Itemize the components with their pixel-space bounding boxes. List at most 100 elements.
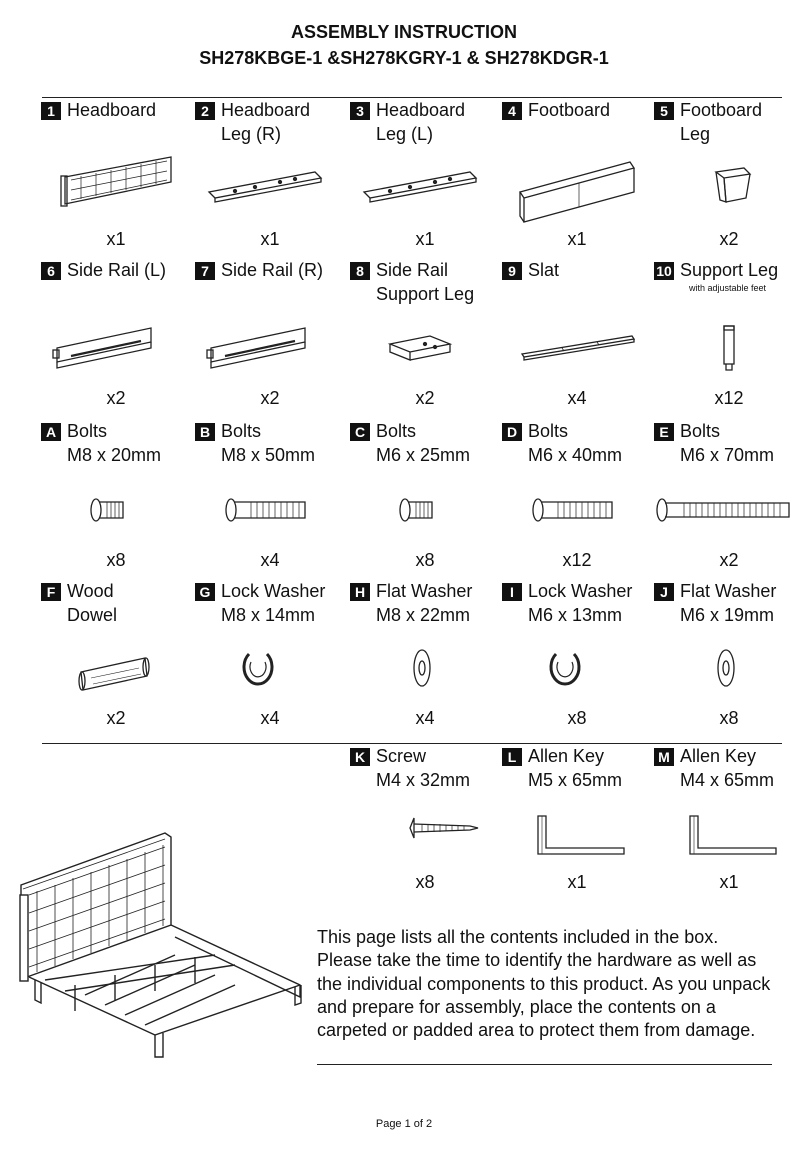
part-name: Bolts	[221, 421, 262, 441]
bolt-medium-icon	[225, 498, 306, 522]
part-quantity: x1	[106, 229, 126, 249]
part-number-badge: G	[195, 583, 215, 601]
part-spec: Dowel	[67, 605, 118, 625]
side-rail-icon	[52, 327, 152, 369]
part-name: Side Rail	[376, 260, 449, 280]
part-name: Allen Key	[680, 746, 757, 766]
part-quantity: x1	[260, 229, 280, 249]
support-leg-icon	[723, 325, 735, 371]
headboard-leg-icon	[207, 171, 323, 203]
part-name: Lock Washer	[528, 581, 633, 601]
note-underline	[317, 1064, 772, 1065]
divider-rule-k	[42, 743, 782, 744]
part-quantity: x1	[567, 229, 587, 249]
part-number-badge: 1	[41, 102, 61, 120]
model-numbers: SH278KBGE-1 &SH278KGRY-1 & SH278KDGR-1	[199, 48, 609, 68]
part-number-badge: 3	[350, 102, 370, 120]
part-name: Headboard	[376, 100, 466, 120]
part-number-badge: D	[502, 423, 522, 441]
screw-icon	[409, 817, 479, 839]
part-quantity: x12	[562, 550, 592, 570]
part-name: Bolts	[67, 421, 108, 441]
part-spec: M6 x 25mm	[376, 445, 471, 465]
part-quantity: x2	[719, 229, 739, 249]
part-quantity: x1	[719, 872, 739, 892]
footboard-icon	[518, 161, 636, 223]
bolt-short-icon	[399, 498, 433, 522]
footboard-leg-icon	[714, 167, 752, 203]
slat-icon	[520, 335, 636, 361]
part-name: Side Rail (R)	[221, 260, 324, 280]
part-name: Bolts	[528, 421, 569, 441]
part-quantity: x4	[415, 708, 435, 728]
part-name: Wood	[67, 581, 114, 601]
top-rule	[42, 97, 782, 98]
wood-dowel-icon	[78, 657, 150, 691]
headboard-leg-icon	[362, 171, 478, 203]
part-spec: Leg (L)	[376, 124, 434, 144]
allen-key-icon	[537, 815, 625, 855]
part-name: Screw	[376, 746, 427, 766]
part-quantity: x4	[260, 550, 280, 570]
part-spec: M6 x 70mm	[680, 445, 775, 465]
part-quantity: x4	[260, 708, 280, 728]
part-number-badge: E	[654, 423, 674, 441]
part-quantity: x1	[567, 872, 587, 892]
part-name: Flat Washer	[680, 581, 777, 601]
part-name: Bolts	[680, 421, 721, 441]
part-g: G Lock Washer M8 x 14mm x4	[195, 579, 347, 739]
part-name: Bolts	[376, 421, 417, 441]
flat-washer-icon	[717, 649, 735, 687]
part-name: Allen Key	[528, 746, 605, 766]
part-number-badge: 8	[350, 262, 370, 280]
part-number-badge: I	[502, 583, 522, 601]
page-title: ASSEMBLY INSTRUCTION	[290, 22, 518, 42]
part-number-badge: A	[41, 423, 61, 441]
part-quantity: x12	[714, 388, 744, 408]
assembled-bed-icon	[19, 832, 302, 1058]
part-spec: M6 x 19mm	[680, 605, 775, 625]
part-spec: M4 x 65mm	[680, 770, 775, 790]
part-spec: Leg (R)	[221, 124, 282, 144]
part-name: Flat Washer	[376, 581, 473, 601]
part-name: Support Leg	[680, 260, 779, 280]
part-name: Footboard	[528, 100, 611, 120]
part-number-badge: 6	[41, 262, 61, 280]
part-spec: M8 x 22mm	[376, 605, 471, 625]
headboard-icon	[60, 156, 172, 207]
side-rail-icon	[206, 327, 306, 369]
part-name: Lock Washer	[221, 581, 326, 601]
part-number-badge: K	[350, 748, 370, 766]
contents-note: This page lists all the contents include…	[317, 927, 771, 1041]
part-spec: Support Leg	[376, 284, 475, 304]
part-quantity: x8	[415, 872, 435, 892]
part-spec: M5 x 65mm	[528, 770, 623, 790]
part-spec: M8 x 14mm	[221, 605, 316, 625]
part-number-badge: 5	[654, 102, 674, 120]
page-number: Page 1 of 2	[375, 1118, 433, 1130]
part-spec: M8 x 20mm	[67, 445, 162, 465]
part-number-badge: 10	[654, 262, 674, 280]
part-quantity: x4	[567, 388, 587, 408]
part-number-badge: 7	[195, 262, 215, 280]
part-number-badge: 9	[502, 262, 522, 280]
support-bracket-icon	[387, 335, 453, 361]
part-quantity: x2	[719, 550, 739, 570]
part-name: Side Rail (L)	[67, 260, 167, 280]
